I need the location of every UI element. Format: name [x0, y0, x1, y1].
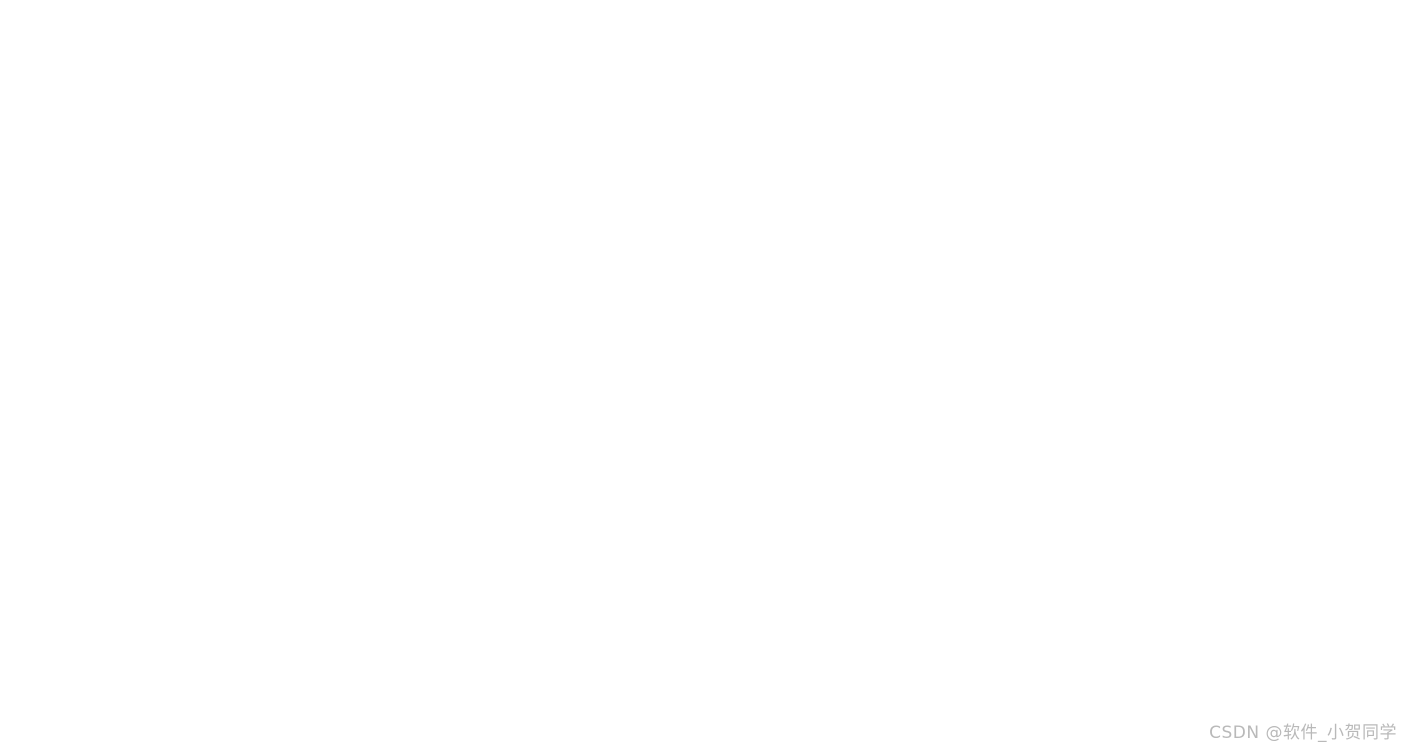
watermark-label: CSDN @软件_小贺同学 [1209, 723, 1397, 743]
